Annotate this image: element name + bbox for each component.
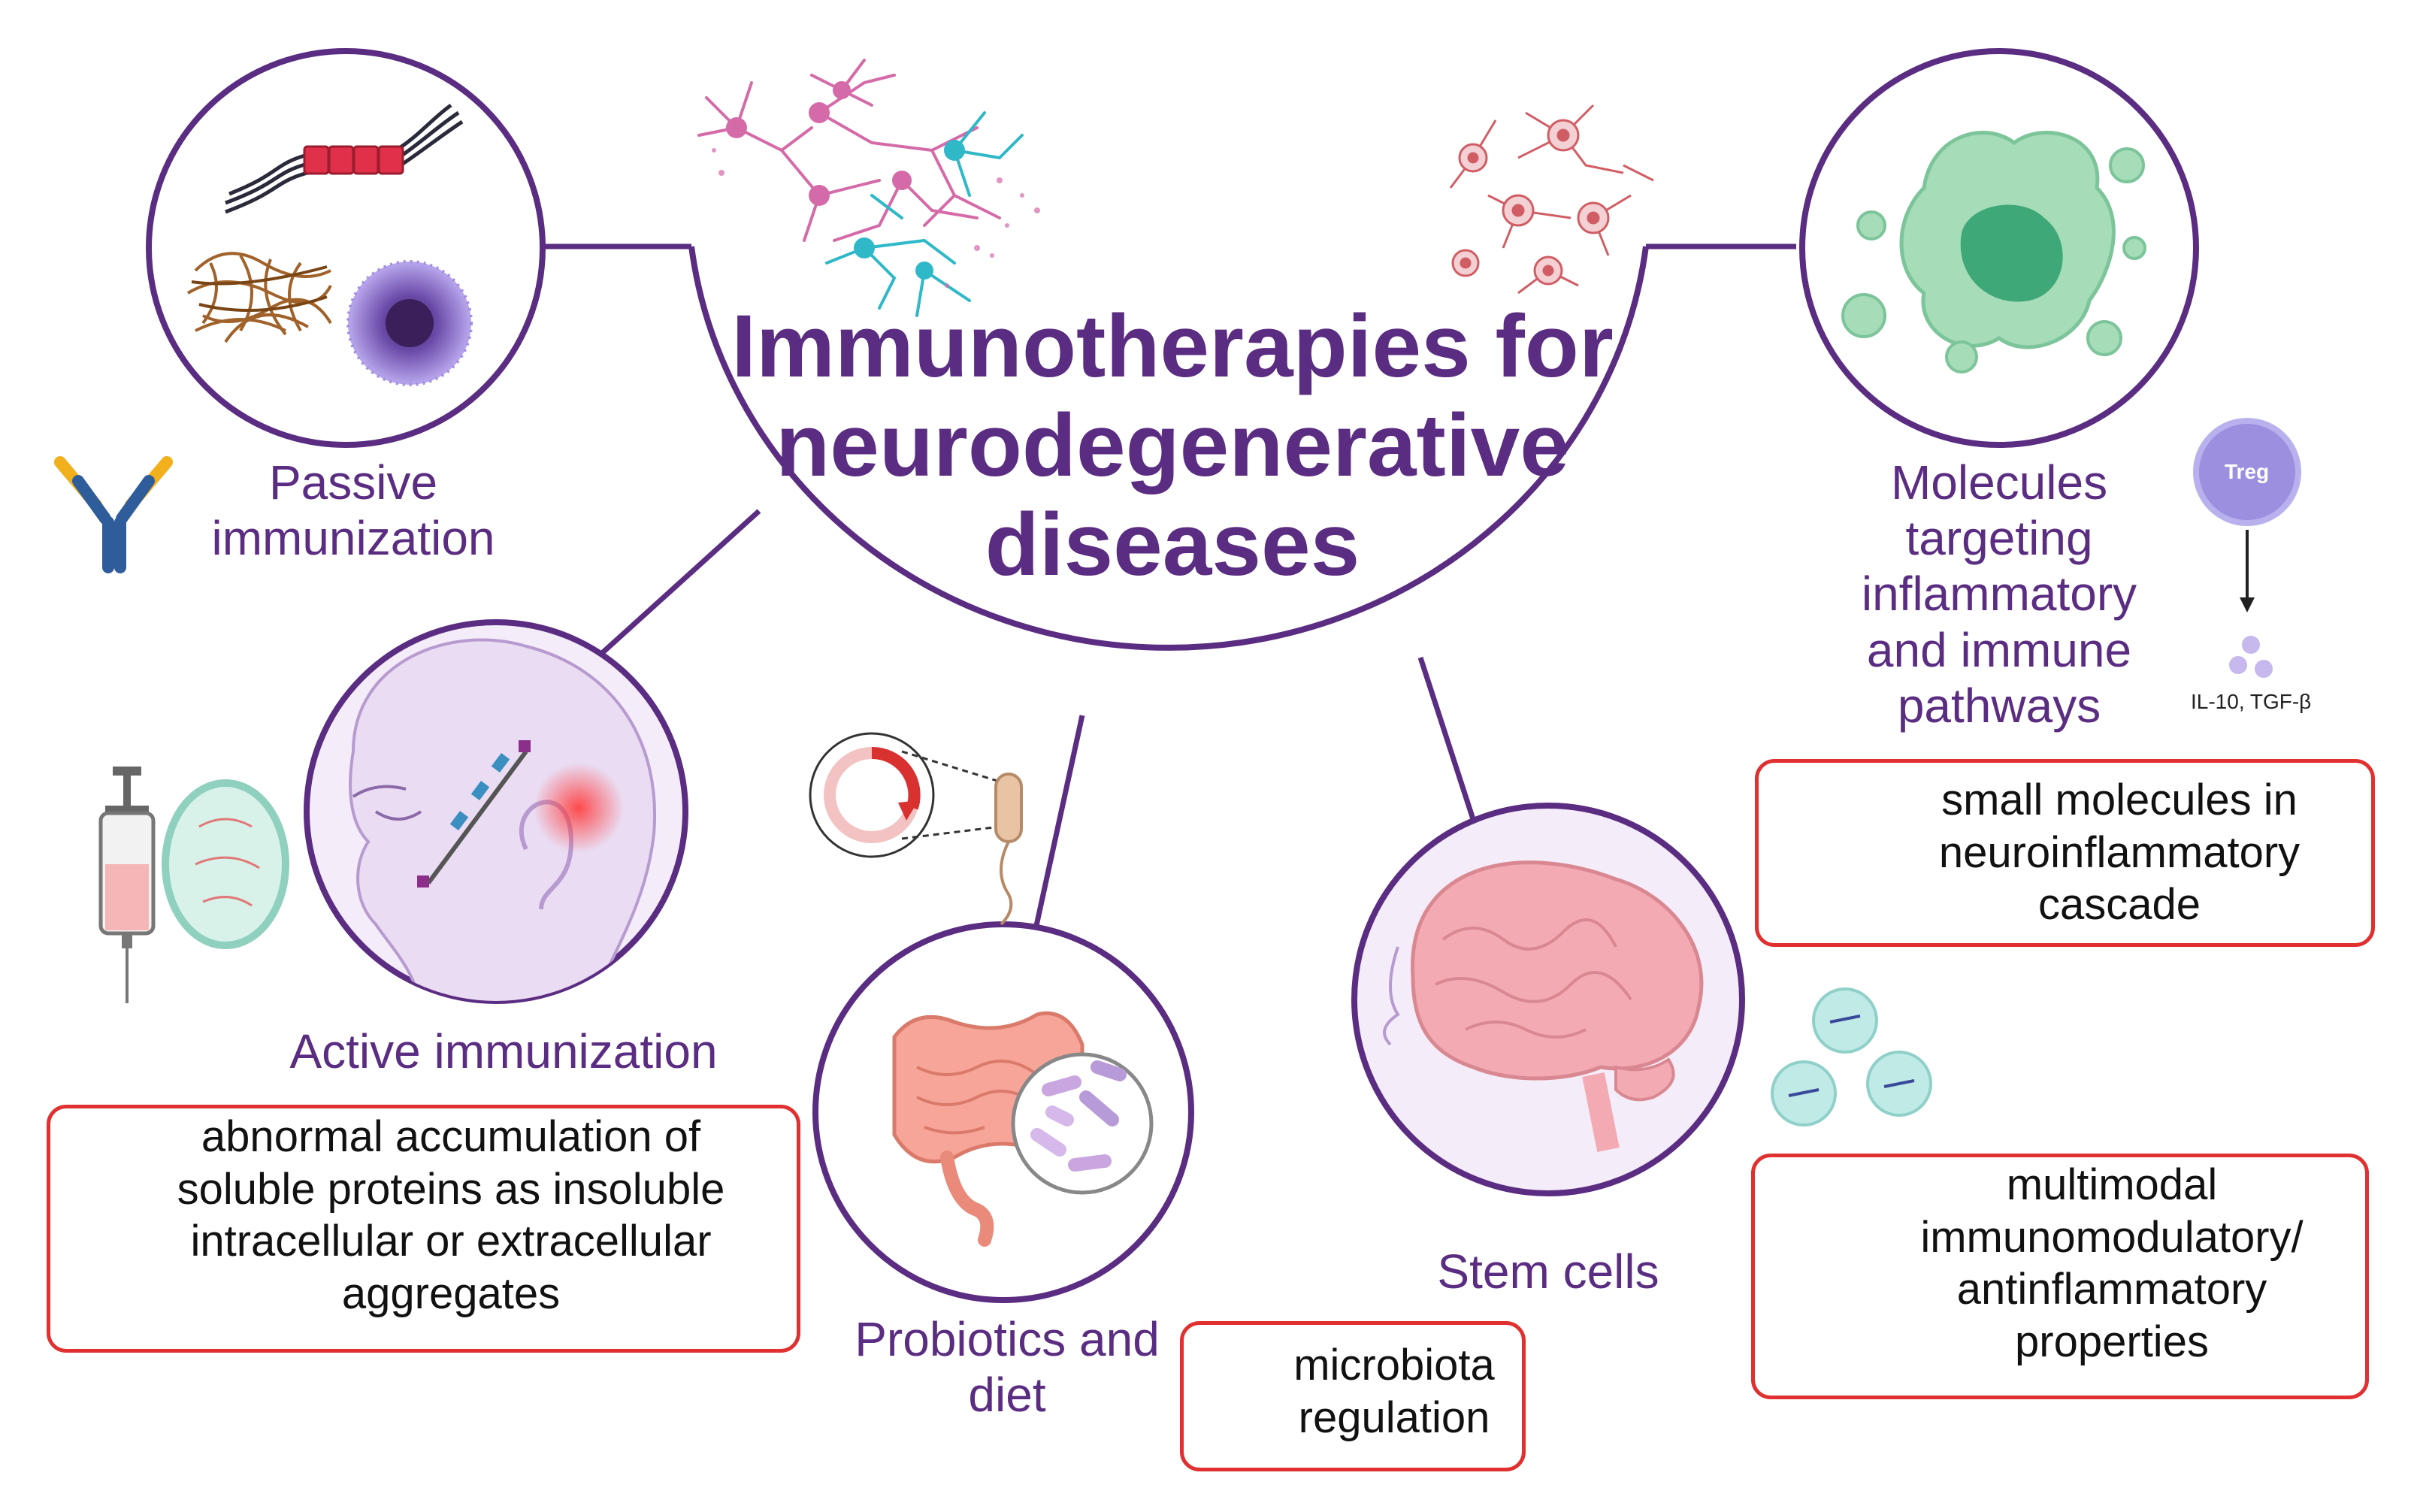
- bacterium-icon: [809, 732, 1023, 926]
- macrophage-icon: [1841, 131, 2146, 373]
- active-target-box: [47, 1105, 800, 1353]
- probiotics-target-box: [1180, 1321, 1526, 1471]
- head-implant-icon: [349, 638, 656, 1001]
- antibody-icon: [54, 456, 173, 573]
- title-line-3: diseases: [985, 495, 1360, 595]
- passive-label: Passive immunization: [211, 455, 495, 566]
- neuron-network-icon: [697, 59, 1040, 317]
- title-line-2: neurodegenerative: [776, 396, 1569, 496]
- stem-target-box: [1751, 1154, 2369, 1399]
- passive-circle: [146, 48, 546, 448]
- treg-label: Treg: [2225, 460, 2270, 483]
- page-title: Immunotherapies for neurodegenerative di…: [721, 297, 1623, 594]
- tangled-neurons-icon: [1449, 104, 1654, 295]
- treg-cell-icon: [2193, 418, 2301, 678]
- brain-icon: [1383, 860, 1704, 1152]
- title-line-1: Immunotherapies for: [731, 297, 1614, 396]
- syringe-icon: [98, 767, 289, 1003]
- molecules-label: Molecules targeting inflammatory and imm…: [1861, 455, 2137, 733]
- bacteria-magnifier-icon: [1011, 1052, 1154, 1195]
- probiotics-target-text: microbiota regulation: [1293, 1341, 1495, 1442]
- stem-cell-icon: [1771, 987, 1932, 1126]
- central-bowl: [688, 246, 1649, 651]
- molecules-target-box: [1755, 759, 2375, 947]
- microglia-icon: [346, 260, 473, 386]
- amyloid-fibril-icon: [225, 103, 464, 214]
- molecules-target-text: small molecules in neuroinflammatory cas…: [1938, 776, 2301, 930]
- stem-target-text: multimodal immunomodulatory/ antinflamma…: [1920, 1160, 2304, 1366]
- active-label: Active immunization: [289, 1024, 718, 1078]
- cytokines-label: IL-10, TGF-β: [2191, 690, 2312, 713]
- probiotics-label: Probiotics and diet: [855, 1312, 1160, 1423]
- tangle-icon: [186, 252, 332, 343]
- active-target-text: abnormal accumulation of soluble protein…: [177, 1112, 725, 1318]
- stem-label: Stem cells: [1437, 1244, 1659, 1299]
- connector-lines: [540, 243, 1796, 940]
